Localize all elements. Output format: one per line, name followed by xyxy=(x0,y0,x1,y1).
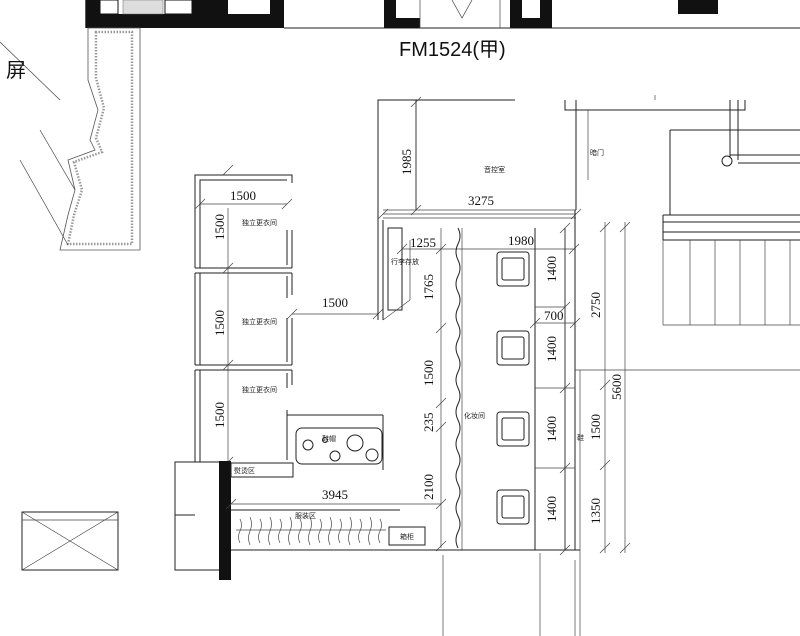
control-room-label: 音控室 xyxy=(484,165,505,174)
makeup-chair xyxy=(496,330,530,366)
dim-2750: 2750 xyxy=(588,292,603,318)
dim-1500-top: 1500 xyxy=(230,188,256,203)
changing-room-2-label: 独立更衣间 xyxy=(242,317,277,326)
cabinet-label: 箱柜 xyxy=(400,532,414,541)
changing-room-1-label: 独立更衣间 xyxy=(242,218,277,227)
dim-1985-line xyxy=(410,96,422,216)
hat-area xyxy=(230,462,294,478)
clothing-rack xyxy=(231,509,462,551)
dim-5600: 5600 xyxy=(609,374,624,400)
curtain-line xyxy=(455,227,461,549)
dim-235: 235 xyxy=(421,413,436,433)
black-column xyxy=(219,461,231,580)
shoe-cabinet xyxy=(295,427,383,465)
dim-1350: 1350 xyxy=(588,498,603,524)
dim-700: 700 xyxy=(544,308,564,323)
dim-1500-top-line xyxy=(194,198,293,210)
dim-1500-mid: 1500 xyxy=(322,295,348,310)
top-wall xyxy=(85,0,800,29)
dim-1400-d: 1400 xyxy=(544,496,559,522)
dim-1400-b: 1400 xyxy=(544,336,559,362)
makeup-room xyxy=(462,210,580,551)
makeup-room-label: 化妆间 xyxy=(464,411,485,420)
dim-3945: 3945 xyxy=(322,487,348,502)
dim-2100: 2100 xyxy=(421,474,436,500)
dim-column-lines xyxy=(435,228,447,552)
cabinet xyxy=(388,526,426,546)
hat-area-label: 熨烫区 xyxy=(234,466,255,475)
makeup-chair xyxy=(496,411,530,447)
dim-1765: 1765 xyxy=(421,274,436,300)
control-room xyxy=(377,99,746,220)
dim-1500-column: 1500 xyxy=(421,360,436,386)
dim-1980: 1980 xyxy=(508,233,534,248)
changing-room-3-label: 独立更衣间 xyxy=(242,385,277,394)
corner-text: 屏 xyxy=(6,60,26,82)
shoes-label: 鞋帽 xyxy=(322,434,336,443)
makeup-chair xyxy=(496,251,530,287)
dim-3945-line xyxy=(225,498,447,510)
dim-1400-a: 1400 xyxy=(544,256,559,282)
dim-1500-room-3: 1500 xyxy=(212,402,227,428)
dim-1500-room-1: 1500 xyxy=(212,214,227,240)
left-hatched-wall xyxy=(0,27,141,251)
dim-3275: 3275 xyxy=(468,193,494,208)
crossed-box xyxy=(21,511,119,571)
dim-1500-mid-line xyxy=(286,308,384,320)
stairs xyxy=(539,95,800,636)
shoe-label: 鞋 xyxy=(577,433,584,442)
dim-1255: 1255 xyxy=(410,235,436,250)
makeup-chair xyxy=(496,489,530,525)
changing-rooms xyxy=(174,174,384,571)
dim-3275-line xyxy=(377,208,582,220)
clothing-area-label: 服装区 xyxy=(295,511,316,520)
dim-1985: 1985 xyxy=(399,149,414,175)
dim-1400-c: 1400 xyxy=(544,416,559,442)
hidden-door-label: 暗门 xyxy=(590,148,604,157)
door-code-label: FM1524(甲) xyxy=(399,39,506,61)
luggage-label: 行李存放 xyxy=(391,257,419,266)
dim-1400-lines xyxy=(559,222,571,556)
dim-700-line xyxy=(529,317,581,329)
dim-right-lines xyxy=(599,221,631,554)
dim-1500-room-2: 1500 xyxy=(212,310,227,336)
dim-1500-right: 1500 xyxy=(588,414,603,440)
luggage-cabinet xyxy=(377,220,411,321)
